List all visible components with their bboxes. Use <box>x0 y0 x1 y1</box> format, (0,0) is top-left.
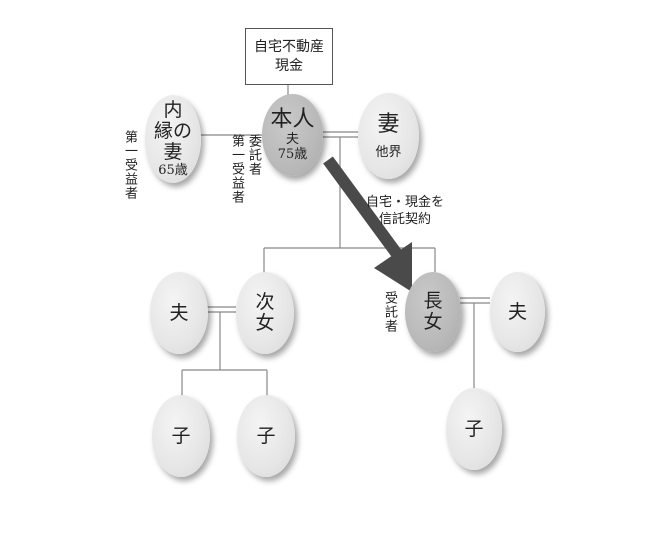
grandchild-1-node: 子 <box>152 395 210 477</box>
common-law-wife-label-2: 縁の <box>153 120 192 142</box>
principal-age: 75歳 <box>277 147 308 162</box>
common-law-wife-age: 65歳 <box>158 163 188 178</box>
trust-arrow-shaft <box>323 156 402 258</box>
trust-note-line-2: 信託契約 <box>378 212 431 227</box>
grandchild-2-name: 子 <box>256 424 276 447</box>
eldest-daughter-node: 長 女 <box>405 272 461 352</box>
trust-contract-note: 自宅・現金を 信託契約 <box>362 194 448 228</box>
trust-arrow-head <box>374 242 412 292</box>
second-daughter-node: 次 女 <box>236 272 294 354</box>
common-law-wife-node: 内 縁の 妻 65歳 <box>145 95 201 183</box>
trust-note-line-1: 自宅・現金を <box>365 195 444 210</box>
grandchild-1-name: 子 <box>171 424 191 447</box>
eldest-daughter-husband-node: 夫 <box>490 272 545 352</box>
assets-line-1: 自宅不動産 <box>254 38 324 55</box>
common-law-wife-label-3: 妻 <box>163 141 183 163</box>
settlor-first-beneficiary-label: 第一受益者 <box>229 134 244 204</box>
principal-node: 本人 夫 75歳 <box>262 94 323 176</box>
principal-role: 夫 <box>285 132 299 147</box>
grandchild-3-node: 子 <box>446 388 502 470</box>
eldest-daughter-label-1: 長 <box>423 290 443 312</box>
trustee-label: 受託者 <box>382 291 397 333</box>
principal-name: 本人 <box>270 107 315 132</box>
assets-line-2: 現金 <box>275 57 303 74</box>
wife-node: 妻 他界 <box>358 93 419 179</box>
wife-status: 他界 <box>375 144 402 160</box>
second-daughter-husband-name: 夫 <box>169 301 189 324</box>
eldest-daughter-label-2: 女 <box>423 311 443 333</box>
second-daughter-husband-node: 夫 <box>150 272 208 354</box>
wife-name: 妻 <box>377 111 400 137</box>
eldest-daughter-husband-name: 夫 <box>507 300 527 323</box>
second-daughter-label-2: 女 <box>255 312 275 334</box>
assets-box: 自宅不動産 現金 <box>245 28 333 85</box>
settlor-label: 委託者 <box>246 134 261 176</box>
grandchild-2-node: 子 <box>237 395 295 477</box>
grandchild-3-name: 子 <box>464 417 484 440</box>
first-beneficiary-label: 第一受益者 <box>122 130 137 200</box>
common-law-wife-label-1: 内 <box>163 99 183 121</box>
second-daughter-label-1: 次 <box>255 291 275 313</box>
